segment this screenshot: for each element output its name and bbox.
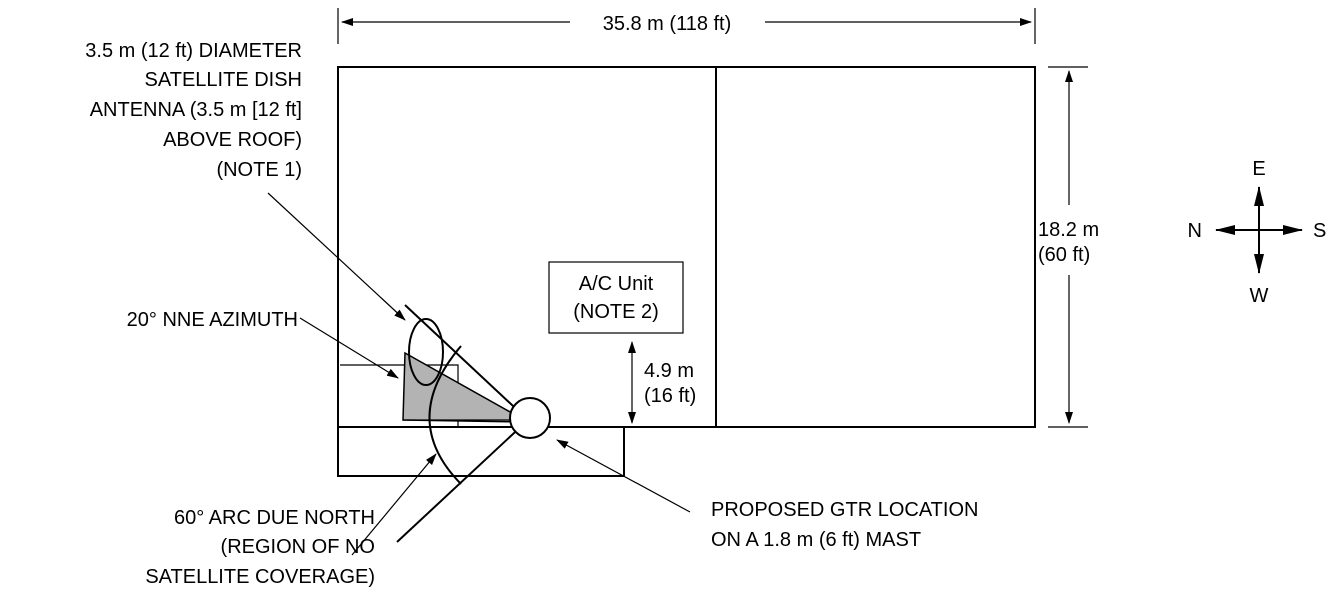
ac-unit-box: [548, 261, 684, 334]
arc-label-line-2: (REGION OF NO: [221, 536, 375, 558]
gtr-leader-line: [556, 439, 691, 513]
compass-label-east: E: [1252, 158, 1265, 180]
dish-label-line-2: SATELLITE DISH: [145, 69, 302, 91]
satellite-dish-icon: [408, 318, 444, 386]
dish-label-line-1: 3.5 m (12 ft) DIAMETER: [85, 40, 302, 62]
dish-label-line-5: (NOTE 1): [216, 159, 302, 181]
ac-unit-label: A/C Unit: [579, 273, 654, 295]
dish-leader-line: [267, 192, 406, 321]
arc-label-line-3: SATELLITE COVERAGE): [145, 566, 375, 588]
arc-boundary-ray-upper: [404, 304, 529, 421]
gtr-mast-icon: [509, 397, 551, 439]
dish-label-line-4: ABOVE ROOF): [163, 129, 302, 151]
arc-leader-line: [351, 453, 437, 556]
height-dimension-value: 18.2 m: [1038, 219, 1099, 241]
sixty-degree-arc: [428, 345, 462, 485]
azimuth-wedge: [402, 351, 529, 423]
building-outline: [337, 66, 1036, 428]
compass-label-west: W: [1250, 285, 1269, 307]
gtr-label-line-1: PROPOSED GTR LOCATION: [711, 499, 978, 521]
compass-rose: E W N S: [1188, 158, 1327, 307]
arc-boundary-ray-lower: [396, 419, 529, 543]
compass-label-north: N: [1188, 220, 1202, 242]
building-annex: [337, 427, 625, 477]
height-dimension-unit: (60 ft): [1038, 244, 1090, 266]
compass-label-south: S: [1313, 220, 1326, 242]
offset-dimension-unit: (16 ft): [644, 385, 696, 407]
offset-dimension-value: 4.9 m: [644, 360, 694, 382]
dish-label-line-3: ANTENNA (3.5 m [12 ft]: [90, 99, 302, 121]
azimuth-label: 20° NNE AZIMUTH: [127, 309, 298, 331]
gtr-label-line-2: ON A 1.8 m (6 ft) MAST: [711, 529, 921, 551]
azimuth-leader-line: [299, 317, 399, 379]
arc-label-line-1: 60° ARC DUE NORTH: [174, 507, 375, 529]
width-dimension-label: 35.8 m (118 ft): [603, 13, 732, 35]
ac-unit-note: (NOTE 2): [573, 301, 659, 323]
